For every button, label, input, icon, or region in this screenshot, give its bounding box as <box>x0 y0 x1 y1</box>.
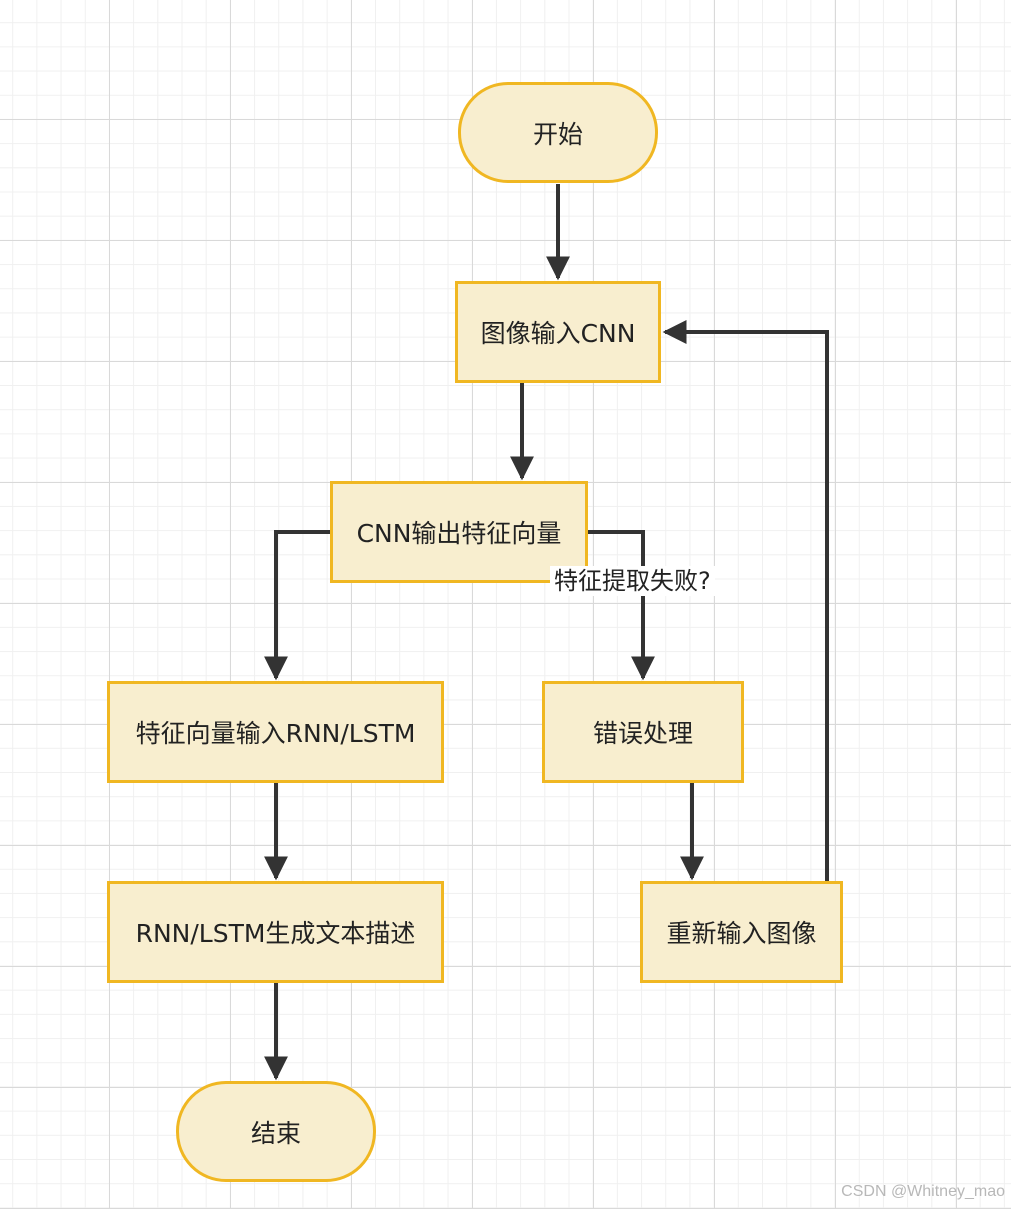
edge-reinput-to-cnn-input <box>662 320 829 882</box>
watermark-text: CSDN @Whitney_mao <box>841 1183 1005 1200</box>
end-node: 结束 <box>176 1081 376 1182</box>
cnn-input-node: 图像输入CNN <box>455 281 661 383</box>
error-handling-node: 错误处理 <box>542 681 744 783</box>
edge-cnn-output-to-rnn-input <box>264 530 330 681</box>
start-node: 开始 <box>458 82 658 183</box>
rnn-generate-node: RNN/LSTM生成文本描述 <box>107 881 444 983</box>
reinput-node: 重新输入图像 <box>640 881 843 983</box>
edge-cnn-output-to-error-handling <box>588 530 655 681</box>
rnn-input-node: 特征向量输入RNN/LSTM <box>107 681 444 783</box>
feature-fail-label: 特征提取失败? <box>550 566 715 596</box>
cnn-output-node: CNN输出特征向量 <box>330 481 588 583</box>
